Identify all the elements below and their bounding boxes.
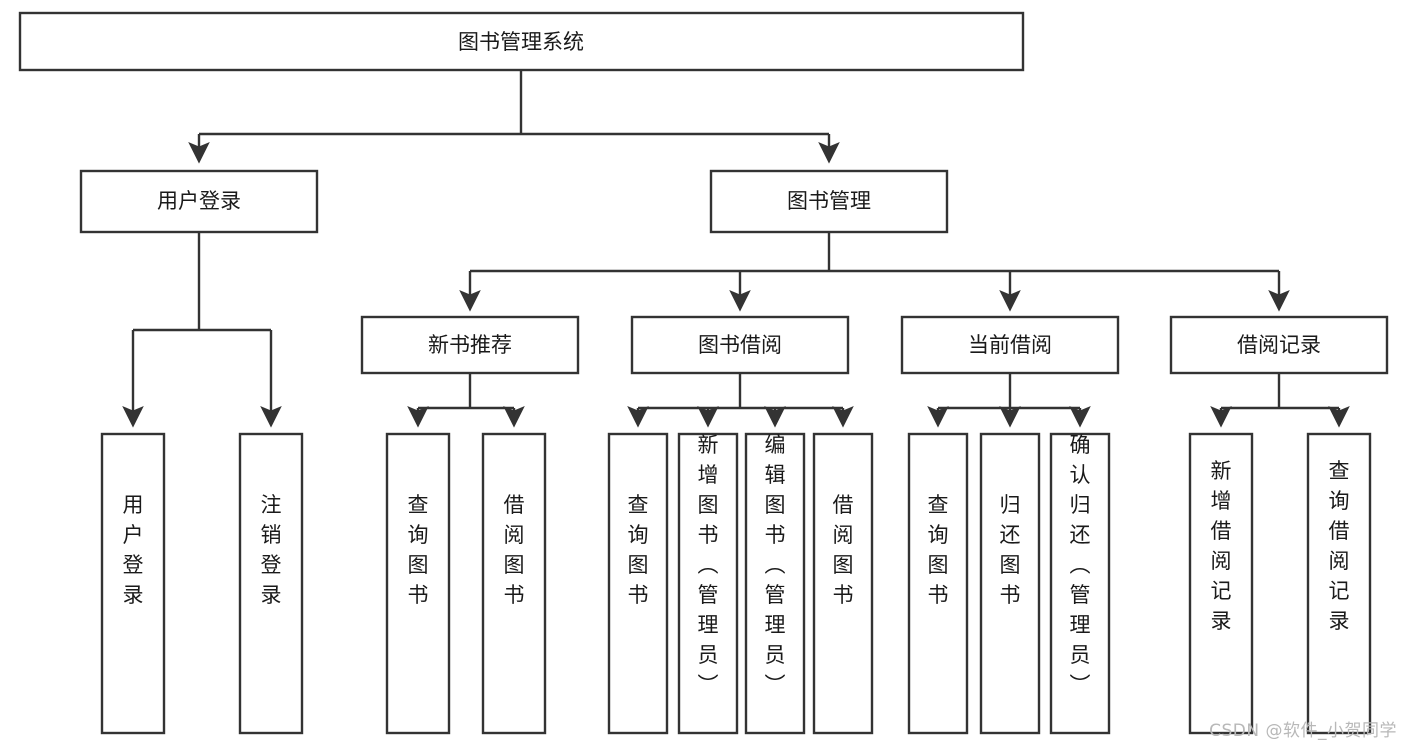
node-new-book-recommend[interactable]: 新书推荐 xyxy=(360,315,580,375)
leaf-node-borrow-book-box[interactable] xyxy=(812,432,874,735)
node-book-management[interactable]: 图书管理 xyxy=(709,169,949,234)
node-borrow-record-box[interactable] xyxy=(1169,315,1389,375)
node-root-box[interactable] xyxy=(18,11,1025,72)
leaf-node-user-login-box[interactable] xyxy=(100,432,166,735)
leaf-node-borrow-book[interactable]: 借阅图书 xyxy=(812,432,874,735)
leaf-node-query-book-current-label: 查询图书 xyxy=(928,493,949,607)
leaf-node-borrow-book-rec-box[interactable] xyxy=(481,432,547,735)
leaf-node-confirm-return-admin-box[interactable] xyxy=(1049,432,1111,735)
leaf-node-add-borrow-record-label: 新增借阅记录 xyxy=(1211,459,1232,633)
leaf-node-borrow-book-rec[interactable]: 借阅图书 xyxy=(481,432,547,735)
node-new-book-recommend-label: 新书推荐 xyxy=(428,333,512,357)
node-current-borrow[interactable]: 当前借阅 xyxy=(900,315,1120,375)
leaf-layer: 用户登录 注销登录 查询图书 借阅图书 查询图书 新增图书︵管理员︶ 编辑图书︵… xyxy=(100,432,1372,735)
node-current-borrow-box[interactable] xyxy=(900,315,1120,375)
leaf-node-confirm-return-admin[interactable]: 确认归还︵管理员︶ xyxy=(1049,432,1111,735)
leaf-node-edit-book-admin-label: 编辑图书︵管理员︶ xyxy=(765,433,786,697)
leaf-node-query-book[interactable]: 查询图书 xyxy=(607,432,669,735)
leaf-node-query-book-rec-box[interactable] xyxy=(385,432,451,735)
leaf-node-query-book-rec-label: 查询图书 xyxy=(408,493,429,607)
leaf-node-add-book-admin-box[interactable] xyxy=(677,432,739,735)
leaf-node-logout-label: 注销登录 xyxy=(261,493,282,607)
node-user-login-box[interactable] xyxy=(79,169,319,234)
leaf-node-add-borrow-record[interactable]: 新增借阅记录 xyxy=(1188,432,1254,735)
leaf-node-query-borrow-record-box[interactable] xyxy=(1306,432,1372,735)
node-book-management-box[interactable] xyxy=(709,169,949,234)
node-borrow-record[interactable]: 借阅记录 xyxy=(1169,315,1389,375)
leaf-node-return-book-label: 归还图书 xyxy=(1000,493,1021,607)
leaf-node-query-book-rec[interactable]: 查询图书 xyxy=(385,432,451,735)
leaf-node-borrow-book-rec-label: 借阅图书 xyxy=(504,493,525,607)
node-root-label: 图书管理系统 xyxy=(458,30,584,54)
node-user-login-label: 用户登录 xyxy=(157,189,241,213)
leaf-node-return-book[interactable]: 归还图书 xyxy=(979,432,1041,735)
node-new-book-recommend-box[interactable] xyxy=(360,315,580,375)
leaf-node-edit-book-admin-box[interactable] xyxy=(744,432,806,735)
leaf-node-query-borrow-record[interactable]: 查询借阅记录 xyxy=(1306,432,1372,735)
leaf-node-confirm-return-admin-label: 确认归还︵管理员︶ xyxy=(1070,433,1091,697)
node-book-borrow-box[interactable] xyxy=(630,315,850,375)
leaf-node-add-book-admin-label: 新增图书︵管理员︶ xyxy=(698,433,719,697)
node-book-borrow-label: 图书借阅 xyxy=(698,333,782,357)
connector-layer xyxy=(122,70,1350,428)
leaf-node-user-login[interactable]: 用户登录 xyxy=(100,432,166,735)
node-current-borrow-label: 当前借阅 xyxy=(968,333,1052,357)
connector-root-bus xyxy=(199,70,829,160)
leaf-node-borrow-book-label: 借阅图书 xyxy=(833,493,854,607)
leaf-node-query-book-current[interactable]: 查询图书 xyxy=(907,432,969,735)
leaf-node-logout[interactable]: 注销登录 xyxy=(238,432,304,735)
leaf-node-add-book-admin[interactable]: 新增图书︵管理员︶ xyxy=(677,432,739,735)
leaf-node-query-book-label: 查询图书 xyxy=(628,493,649,607)
leaf-node-query-book-current-box[interactable] xyxy=(907,432,969,735)
leaf-node-add-borrow-record-box[interactable] xyxy=(1188,432,1254,735)
leaf-node-logout-box[interactable] xyxy=(238,432,304,735)
node-book-management-label: 图书管理 xyxy=(787,189,871,213)
leaf-node-query-borrow-record-label: 查询借阅记录 xyxy=(1329,459,1350,633)
node-user-login[interactable]: 用户登录 xyxy=(79,169,319,234)
node-book-borrow[interactable]: 图书借阅 xyxy=(630,315,850,375)
node-borrow-record-label: 借阅记录 xyxy=(1237,333,1321,357)
node-root[interactable]: 图书管理系统 xyxy=(18,11,1025,72)
leaf-node-query-book-box[interactable] xyxy=(607,432,669,735)
leaf-node-user-login-label: 用户登录 xyxy=(123,493,144,607)
leaf-node-edit-book-admin[interactable]: 编辑图书︵管理员︶ xyxy=(744,432,806,735)
leaf-node-return-book-box[interactable] xyxy=(979,432,1041,735)
